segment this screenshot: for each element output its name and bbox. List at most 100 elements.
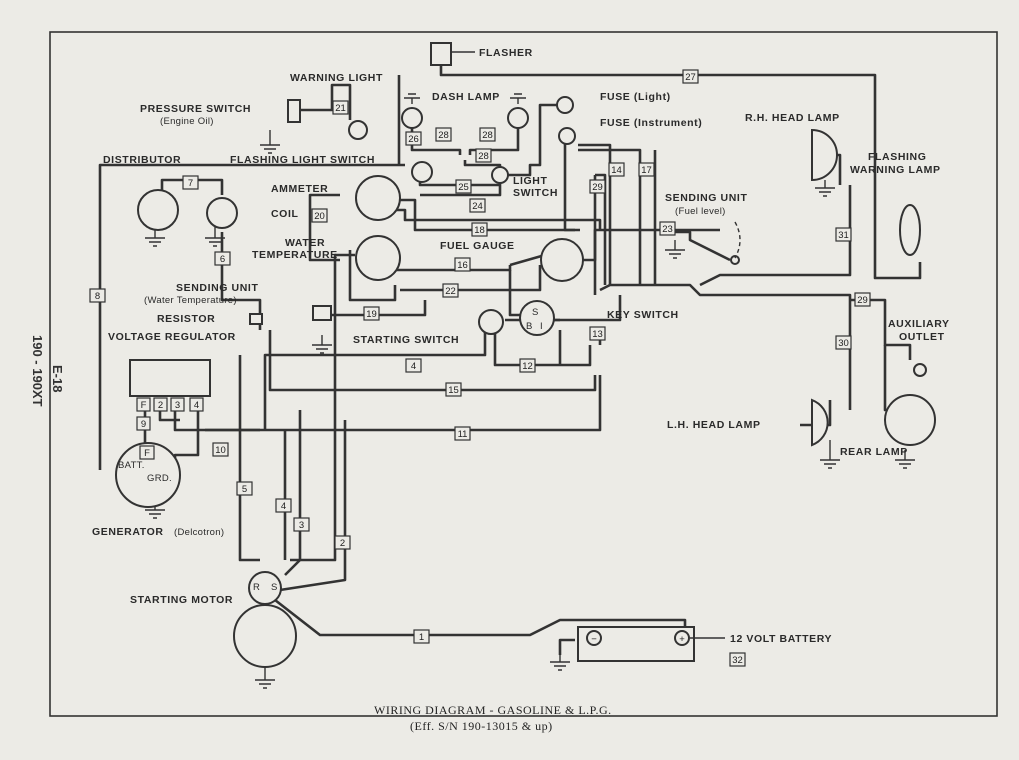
- fuse-instrument-holder: [558, 127, 576, 145]
- wire-tag-29-b: 29: [857, 295, 868, 306]
- wire-tag-15: 15: [448, 385, 459, 396]
- generator-terminal-batt: BATT.: [118, 460, 145, 471]
- coil: [206, 197, 238, 229]
- dash-lamp-right: [507, 107, 529, 129]
- dash-lamp-label: DASH LAMP: [432, 91, 500, 103]
- starting-switch-label: STARTING SWITCH: [353, 334, 459, 346]
- page-number: E-18: [50, 365, 65, 392]
- wire-tag-26: 26: [408, 134, 419, 145]
- sending-unit-water-label: SENDING UNIT: [176, 282, 258, 294]
- generator-label: GENERATOR: [92, 526, 164, 538]
- flasher-label: FLASHER: [479, 47, 533, 59]
- key-switch-terminal-b: B: [526, 321, 533, 332]
- water-temperature-label-1: WATER: [285, 237, 325, 249]
- key-switch-terminal-s: S: [532, 307, 539, 318]
- motor-terminal-r: R: [253, 582, 260, 593]
- wire-tag-1: 1: [419, 632, 424, 643]
- light-switch-label-1: LIGHT: [513, 175, 548, 187]
- auxiliary-outlet-label-1: AUXILIARY: [888, 318, 950, 330]
- battery-label: 12 VOLT BATTERY: [730, 633, 832, 645]
- wire-tag-19: 19: [366, 309, 377, 320]
- wire-tag-30: 30: [838, 338, 849, 349]
- sending-unit-fuel-label: SENDING UNIT: [665, 192, 747, 204]
- water-temperature-gauge: [355, 235, 401, 281]
- wire-tag-2: 2: [340, 538, 345, 549]
- starting-switch: [478, 309, 504, 335]
- distributor: [137, 189, 179, 231]
- pressure-switch-sublabel: (Engine Oil): [160, 116, 214, 127]
- wire-tag-28-a: 28: [438, 130, 449, 141]
- wire-number-tags: 27 21 26 28 28 28 7 6 8 20 25 24 29 14 1…: [89, 69, 871, 667]
- wire-tag-4-b: 4: [281, 501, 286, 512]
- sending-unit-fuel-sublabel: (Fuel level): [675, 206, 726, 217]
- diagram-frame: [49, 31, 998, 717]
- regulator-terminal-3: 3: [175, 400, 180, 411]
- wire-tag-3: 3: [299, 520, 304, 531]
- coil-label: COIL: [271, 208, 298, 220]
- flasher-unit: [430, 42, 452, 66]
- caption-title: WIRING DIAGRAM - GASOLINE & L.P.G.: [374, 703, 612, 717]
- starting-motor: [233, 604, 297, 668]
- wire-tag-32: 32: [732, 655, 743, 666]
- starting-motor-label: STARTING MOTOR: [130, 594, 233, 606]
- wire-tag-28-b: 28: [482, 130, 493, 141]
- wire-tag-27: 27: [685, 72, 696, 83]
- wire-tag-7: 7: [188, 178, 193, 189]
- battery-positive-terminal: [674, 630, 690, 646]
- fuel-gauge-label: FUEL GAUGE: [440, 240, 515, 252]
- wire-tag-17: 17: [641, 165, 652, 176]
- wire-tag-29-a: 29: [592, 182, 603, 193]
- model-label: 190 - 190XT: [30, 335, 45, 407]
- wire-tag-8: 8: [95, 291, 100, 302]
- sending-unit-water: [312, 305, 332, 321]
- battery-positive-sign: +: [679, 634, 685, 645]
- rear-lamp-label: REAR LAMP: [840, 446, 908, 458]
- voltage-regulator: [129, 359, 211, 397]
- light-switch-label-2: SWITCH: [513, 187, 558, 199]
- resistor: [249, 313, 263, 325]
- sending-unit-water-sublabel: (Water Temperature): [144, 295, 237, 306]
- wire-tag-24: 24: [472, 201, 483, 212]
- pressure-switch-body: [287, 99, 301, 123]
- flashing-warning-lamp-label-1: FLASHING: [868, 151, 926, 163]
- wire-tag-14: 14: [611, 165, 622, 176]
- wire-tag-4-a: 4: [411, 361, 416, 372]
- key-switch-terminal-i: I: [540, 321, 543, 332]
- rh-head-lamp-label: R.H. HEAD LAMP: [745, 112, 840, 124]
- wire-tag-23: 23: [662, 224, 673, 235]
- wire-tag-13: 13: [592, 329, 603, 340]
- flashing-light-switch-label: FLASHING LIGHT SWITCH: [230, 154, 375, 166]
- key-switch: [519, 300, 555, 336]
- auxiliary-outlet-label-2: OUTLET: [899, 331, 945, 343]
- wire-tag-18: 18: [474, 225, 485, 236]
- generator-terminal-grd: GRD.: [147, 473, 172, 484]
- generator-sublabel: (Delcotron): [174, 527, 224, 538]
- wire-tag-12: 12: [522, 361, 533, 372]
- battery-negative-terminal: [586, 630, 602, 646]
- flashing-warning-lamp-label-2: WARNING LAMP: [850, 164, 941, 176]
- lh-head-lamp-label: L.H. HEAD LAMP: [667, 419, 761, 431]
- water-temperature-label-2: TEMPERATURE: [252, 249, 338, 261]
- warning-light-label: WARNING LIGHT: [290, 72, 383, 84]
- lh-head-lamp: [811, 398, 829, 447]
- rh-head-lamp: [811, 128, 838, 182]
- wire-tag-10: 10: [215, 445, 226, 456]
- wire-tag-21: 21: [335, 103, 346, 114]
- regulator-terminal-4: 4: [194, 400, 199, 411]
- wire-tag-11: 11: [458, 429, 468, 440]
- resistor-label: RESISTOR: [157, 313, 215, 325]
- rear-lamp: [884, 394, 936, 446]
- wire-tag-16: 16: [457, 260, 468, 271]
- motor-terminal-s: S: [271, 582, 278, 593]
- pressure-switch-label: PRESSURE SWITCH: [140, 103, 251, 115]
- wire-tag-6: 6: [220, 254, 225, 265]
- ammeter-label: AMMETER: [271, 183, 328, 195]
- light-switch: [491, 166, 509, 184]
- flashing-light-switch: [411, 161, 433, 183]
- sending-unit-fuel-float: [730, 255, 740, 265]
- fuse-light-holder: [556, 96, 574, 114]
- battery-negative-sign: −: [591, 634, 597, 645]
- dash-lamp-left: [401, 107, 423, 129]
- warning-light-bulb: [348, 120, 368, 140]
